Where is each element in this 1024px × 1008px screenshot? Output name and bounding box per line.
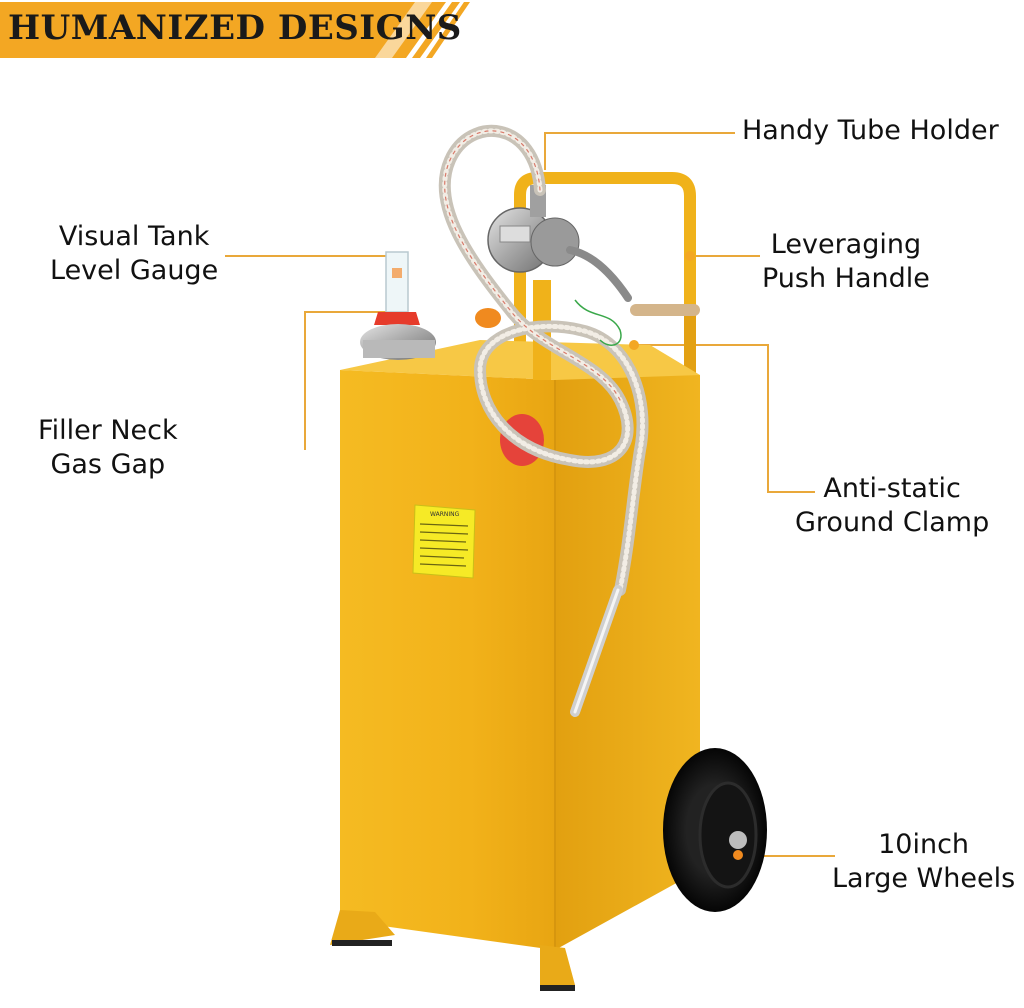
ground-clamp-wire	[574, 299, 622, 346]
callout-anti-static-ground-clamp: Anti-static Ground Clamp	[795, 472, 989, 540]
callout-text: Handy Tube Holder	[742, 115, 999, 146]
callout-handy-tube-holder: Handy Tube Holder	[742, 114, 999, 148]
callout-text: Leveraging	[770, 229, 922, 260]
callout-visual-tank-level-gauge: Visual Tank Level Gauge	[50, 220, 218, 288]
callout-10inch-large-wheels: 10inch Large Wheels	[832, 828, 1015, 896]
warning-sticker: WARNING	[412, 504, 476, 579]
callout-text: 10inch	[878, 829, 970, 860]
tank-feet	[330, 910, 575, 991]
callout-text: Large Wheels	[832, 863, 1016, 894]
warning-sticker-text: WARNING	[430, 511, 460, 518]
callout-text: Level Gauge	[50, 255, 219, 286]
callout-leveraging-push-handle: Leveraging Push Handle	[762, 228, 930, 296]
callout-text: Push Handle	[762, 263, 930, 294]
hose	[438, 124, 649, 717]
handle-grip	[630, 304, 700, 316]
level-gauge	[360, 251, 436, 360]
callout-text: Visual Tank	[58, 221, 210, 252]
orange-cap	[475, 308, 501, 328]
wheel	[663, 748, 767, 912]
header-banner: HUMANIZED DESIGNS	[0, 0, 470, 60]
axle-dot	[733, 850, 743, 860]
callout-text: Filler Neck	[38, 415, 178, 446]
ground-clamp-line	[634, 344, 815, 493]
callout-text: Anti-static	[823, 473, 961, 504]
banner-title: HUMANIZED DESIGNS	[8, 8, 462, 48]
push-handle-dot	[685, 251, 695, 261]
ground-clamp-dot	[629, 340, 639, 350]
banner-background	[0, 2, 470, 58]
callout-filler-neck-gas-gap: Filler Neck Gas Gap	[38, 414, 178, 482]
callout-text: Gas Gap	[50, 449, 166, 480]
tube-holder-line	[544, 132, 735, 170]
tank-side	[555, 375, 700, 950]
callout-text: Ground Clamp	[795, 507, 990, 538]
filler-neck-line	[304, 311, 400, 450]
tank-front	[340, 370, 555, 950]
